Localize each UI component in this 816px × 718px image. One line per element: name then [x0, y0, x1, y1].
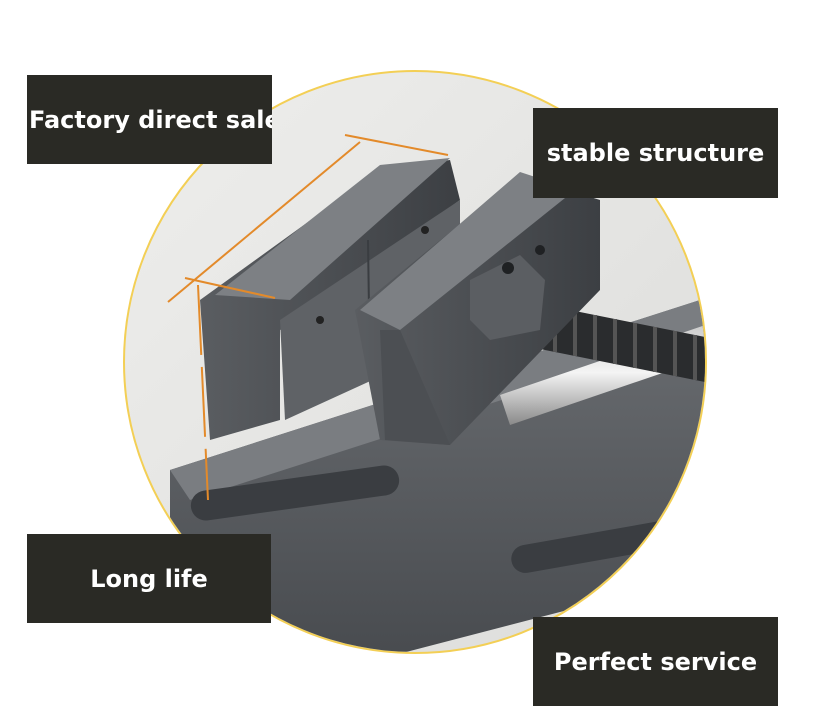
label-text: Perfect service — [553, 647, 758, 676]
label-perfect-service: Perfect service — [533, 617, 778, 706]
moving-jaw — [355, 172, 600, 445]
label-stable-structure: stable structure — [533, 108, 778, 198]
label-text: stable structure — [546, 139, 765, 167]
label-long-life: Long life — [27, 534, 271, 623]
dimension-lines — [167, 134, 449, 501]
label-text: Factory direct sales — [29, 105, 272, 134]
label-text: Long life — [90, 564, 208, 593]
label-factory-direct-sales: Factory direct sales — [27, 75, 272, 164]
mounting-slot — [190, 465, 400, 521]
